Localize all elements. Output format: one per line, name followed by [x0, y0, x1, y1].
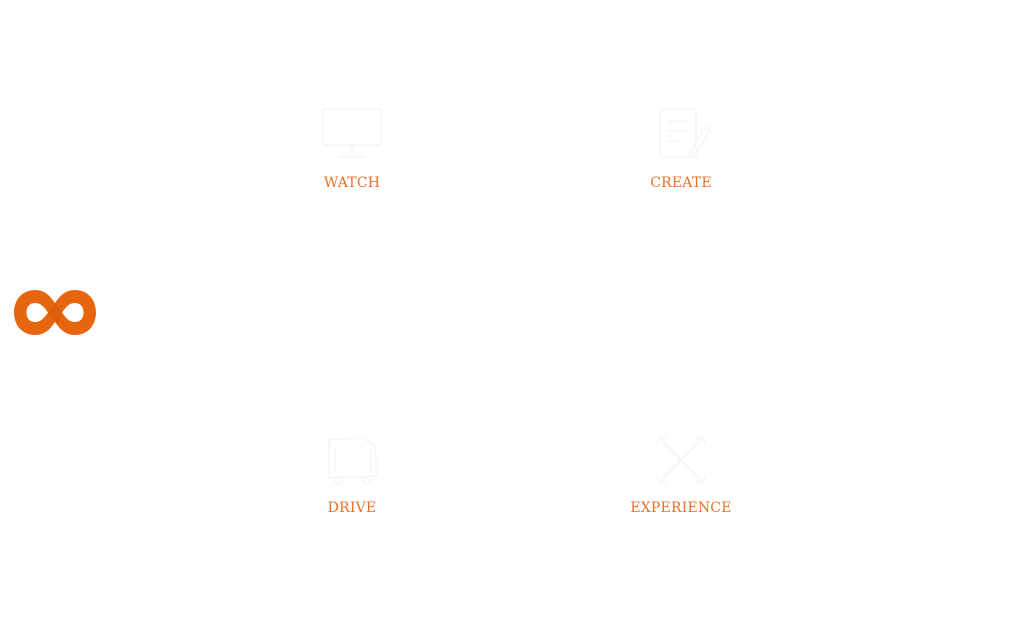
feature-create[interactable]: CREATE [591, 103, 771, 191]
infinity-logo[interactable] [13, 287, 97, 338]
pencil-icon [659, 108, 712, 158]
feature-watch[interactable]: WATCH [262, 103, 442, 191]
car-icon [328, 436, 379, 485]
feature-label: EXPERIENCE [630, 500, 732, 516]
feature-label: CREATE [650, 175, 712, 191]
infinity-logo-icon [14, 290, 96, 335]
feature-label: DRIVE [327, 500, 377, 516]
feature-drive[interactable]: DRIVE [262, 428, 442, 516]
cross-arrows-icon [654, 436, 708, 484]
monitor-icon [322, 108, 382, 158]
feature-experience[interactable]: EXPERIENCE [591, 428, 771, 516]
feature-label: WATCH [323, 175, 381, 191]
